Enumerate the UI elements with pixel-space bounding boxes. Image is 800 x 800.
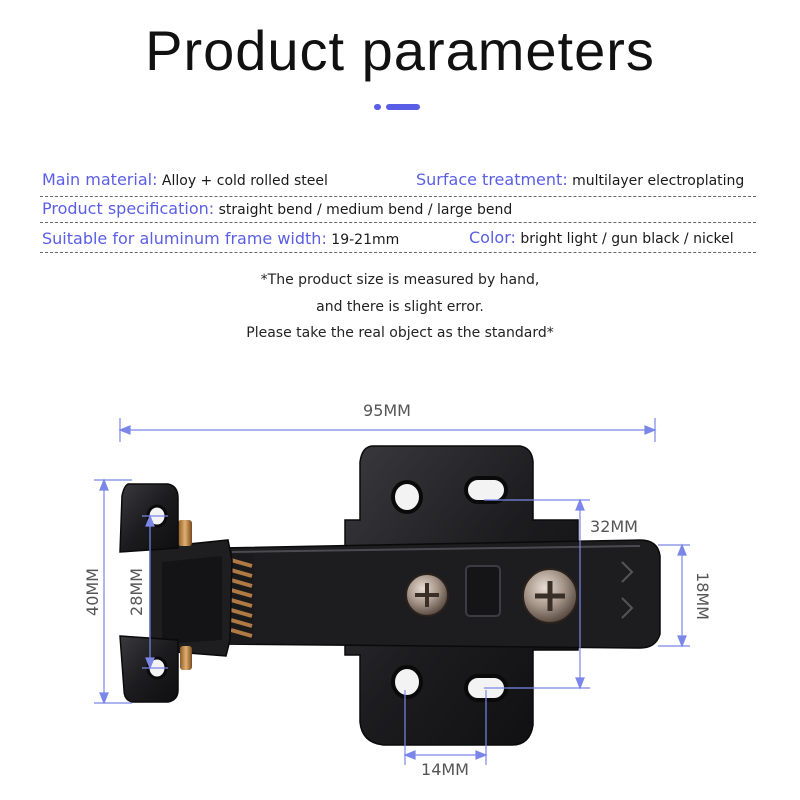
spec-label: Color (469, 228, 511, 247)
plate-hole (391, 480, 423, 514)
spec-value: multilayer electroplating (567, 173, 745, 189)
spec-value: Alloy + cold rolled steel (157, 173, 328, 189)
spec-label: Suitable for aluminum frame width (42, 229, 322, 248)
spec-sep: : (510, 228, 516, 247)
hinge-arm-notch (621, 561, 634, 583)
brass-pin-bottom (180, 646, 192, 670)
title-accent-dot (374, 104, 381, 110)
hinge-arm-notch (621, 597, 634, 619)
spec-color: Color: bright light / gun black / nickel (469, 227, 734, 250)
hinge-cup-face (162, 556, 222, 644)
dimension-label-hole-spacing-vertical: 32MM (590, 517, 638, 536)
hinge-arm-clip (465, 565, 501, 617)
spec-sep: : (152, 170, 158, 189)
measurement-note-line-2: and there is slight error. (316, 299, 484, 315)
dimension-label-width: 95MM (363, 401, 411, 420)
page-title: Product parameters (145, 19, 655, 82)
spec-label: Surface treatment (416, 170, 563, 189)
dimension-label-arm-height: 18MM (693, 572, 712, 620)
measurement-note-line-1: *The product size is measured by hand, (260, 272, 540, 288)
plate-hole (391, 665, 423, 699)
spec-divider (40, 196, 756, 197)
spec-product-specification: Product specification: straight bend / m… (42, 198, 512, 221)
spec-value: straight bend / medium bend / large bend (214, 202, 513, 218)
spec-sep: : (562, 170, 568, 189)
screw-cross-slot (535, 581, 565, 611)
spring-coils (230, 558, 253, 638)
dimension-label-inner-height: 28MM (127, 568, 146, 616)
spec-divider (40, 252, 756, 253)
screw-cross-slot (415, 583, 439, 607)
hinge-arm-top-edge (231, 545, 641, 553)
spec-divider (40, 222, 756, 223)
dimension-label-height: 40MM (83, 568, 102, 616)
spec-surface-treatment: Surface treatment: multilayer electropla… (416, 169, 744, 192)
spec-value: bright light / gun black / nickel (515, 231, 734, 247)
measurement-note-line-3: Please take the real object as the stand… (246, 325, 554, 341)
brass-pin-top (178, 520, 192, 546)
spec-label: Product specification (42, 199, 209, 218)
dimension-label-hole-spacing-horizontal: 14MM (421, 760, 469, 779)
spec-frame-width: Suitable for aluminum frame width: 19-21… (42, 228, 399, 251)
dimension-lines (94, 418, 690, 765)
plate-slot (464, 476, 508, 504)
spec-label: Main material (42, 170, 153, 189)
spec-main-material: Main material: Alloy + cold rolled steel (42, 169, 328, 192)
spec-sep: : (208, 199, 215, 218)
spec-sep: : (321, 229, 327, 248)
spec-value: 19-21mm (326, 232, 400, 248)
title-accent-bar (386, 104, 420, 110)
